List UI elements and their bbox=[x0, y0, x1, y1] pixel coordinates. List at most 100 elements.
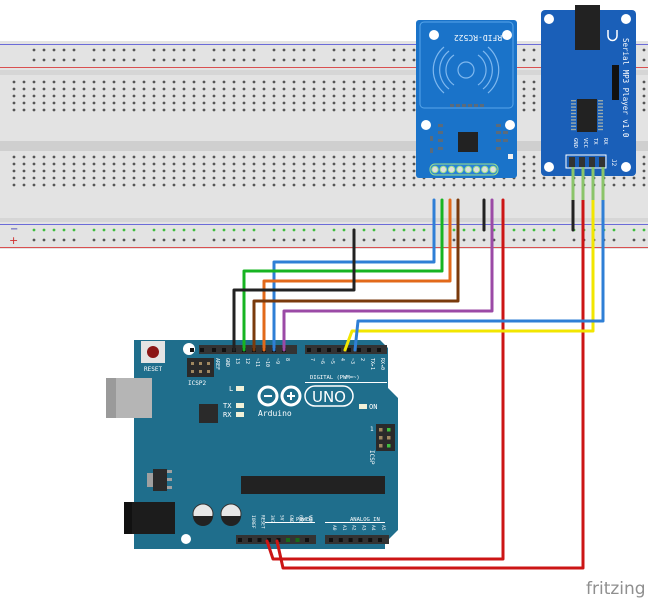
rail-hole bbox=[312, 238, 316, 242]
breadboard-holes bbox=[12, 48, 646, 242]
breadboard-hole bbox=[232, 169, 236, 173]
breadboard-hole bbox=[12, 94, 16, 98]
breadboard-hole bbox=[282, 155, 286, 159]
breadboard-hole bbox=[532, 101, 536, 105]
digital-pin-label: TX▸1 bbox=[369, 358, 375, 370]
rail-hole bbox=[172, 228, 176, 232]
rail-hole bbox=[122, 228, 126, 232]
breadboard-hole bbox=[32, 183, 36, 187]
rail-hole bbox=[72, 58, 76, 62]
rfid-smd-components bbox=[430, 104, 508, 153]
rail-hole bbox=[552, 238, 556, 242]
breadboard-hole bbox=[312, 108, 316, 112]
rail-hole bbox=[282, 238, 286, 242]
rail-hole bbox=[272, 238, 276, 242]
breadboard-hole bbox=[202, 108, 206, 112]
rail-hole bbox=[32, 48, 36, 52]
analog-pin-label: A0 bbox=[331, 525, 337, 531]
digital-header bbox=[190, 345, 387, 354]
rfid-label: RFID-RC522 bbox=[454, 33, 502, 42]
rail-hole bbox=[642, 58, 646, 62]
rail-hole bbox=[412, 238, 416, 242]
breadboard-hole bbox=[532, 183, 536, 187]
arduino-uno: RESET ICSP2 L TX RX ON UNO Arduino D bbox=[106, 340, 398, 549]
breadboard-hole bbox=[152, 155, 156, 159]
breadboard-hole bbox=[72, 176, 76, 180]
breadboard-hole bbox=[192, 108, 196, 112]
breadboard-hole bbox=[102, 155, 106, 159]
power-pin bbox=[305, 538, 309, 542]
breadboard-hole bbox=[532, 155, 536, 159]
breadboard-hole bbox=[62, 101, 66, 105]
breadboard-hole bbox=[252, 155, 256, 159]
breadboard-hole bbox=[402, 108, 406, 112]
breadboard-hole bbox=[332, 80, 336, 84]
breadboard-hole bbox=[132, 87, 136, 91]
chip-leg bbox=[571, 112, 576, 115]
breadboard-hole bbox=[532, 176, 536, 180]
breadboard-hole bbox=[132, 155, 136, 159]
breadboard-hole bbox=[22, 155, 26, 159]
breadboard-hole bbox=[202, 87, 206, 91]
breadboard-hole bbox=[142, 87, 146, 91]
chip-leg bbox=[598, 112, 603, 115]
rail-hole bbox=[72, 48, 76, 52]
breadboard-hole bbox=[382, 183, 386, 187]
breadboard-hole bbox=[12, 87, 16, 91]
rail-hole bbox=[242, 48, 246, 52]
status-leds: L TX RX ON bbox=[223, 385, 377, 419]
breadboard-hole bbox=[52, 169, 56, 173]
breadboard-hole bbox=[392, 87, 396, 91]
digital-pin-label: ~11 bbox=[254, 358, 260, 367]
breadboard-hole bbox=[542, 183, 546, 187]
breadboard-hole bbox=[132, 80, 136, 84]
rail-hole bbox=[42, 58, 46, 62]
breadboard-hole bbox=[312, 155, 316, 159]
breadboard-hole bbox=[382, 80, 386, 84]
breadboard-hole bbox=[342, 176, 346, 180]
breadboard-hole bbox=[82, 162, 86, 166]
breadboard-hole bbox=[202, 155, 206, 159]
chip-leg bbox=[598, 109, 603, 111]
rfid-chip bbox=[458, 132, 478, 152]
breadboard-hole bbox=[122, 80, 126, 84]
rail-hole bbox=[642, 48, 646, 52]
rail-hole bbox=[462, 238, 466, 242]
breadboard-hole bbox=[562, 176, 566, 180]
breadboard-hole bbox=[422, 183, 426, 187]
breadboard-hole bbox=[22, 183, 26, 187]
breadboard-hole bbox=[62, 183, 66, 187]
breadboard-hole bbox=[612, 183, 616, 187]
breadboard-hole bbox=[612, 176, 616, 180]
digital-pin bbox=[222, 348, 226, 352]
rail-hole bbox=[192, 48, 196, 52]
rail-hole bbox=[412, 228, 416, 232]
rail-hole bbox=[392, 228, 396, 232]
rail-hole bbox=[522, 228, 526, 232]
breadboard-hole bbox=[412, 162, 416, 166]
breadboard-hole bbox=[212, 162, 216, 166]
breadboard-hole bbox=[232, 94, 236, 98]
breadboard-hole bbox=[242, 80, 246, 84]
breadboard-hole bbox=[292, 108, 296, 112]
breadboard-hole bbox=[252, 80, 256, 84]
breadboard-hole bbox=[122, 183, 126, 187]
rail-hole bbox=[42, 238, 46, 242]
breadboard-hole bbox=[642, 176, 646, 180]
breadboard-hole bbox=[182, 101, 186, 105]
digital-pin-label: 7 bbox=[309, 358, 315, 361]
breadboard-hole bbox=[222, 80, 226, 84]
headphone-icon bbox=[607, 30, 618, 42]
breadboard-hole bbox=[392, 176, 396, 180]
breadboard-hole bbox=[202, 80, 206, 84]
power-pin bbox=[295, 538, 300, 542]
rail-minus-label: − bbox=[10, 224, 18, 235]
digital-pin-label: GND bbox=[224, 358, 230, 367]
breadboard-hole bbox=[132, 183, 136, 187]
breadboard-hole bbox=[242, 108, 246, 112]
breadboard-hole bbox=[212, 101, 216, 105]
breadboard-hole bbox=[92, 80, 96, 84]
rail-hole bbox=[112, 58, 116, 62]
rail-hole bbox=[92, 238, 96, 242]
